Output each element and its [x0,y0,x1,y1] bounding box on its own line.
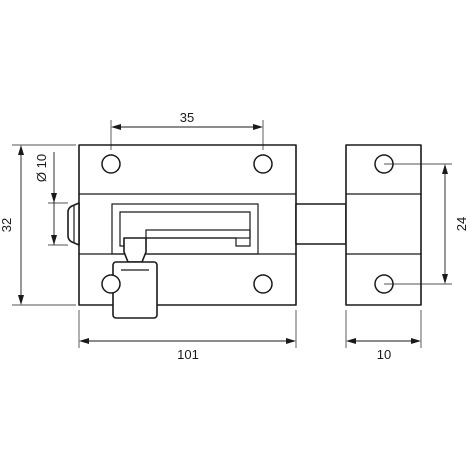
dimension-label-35: 35 [180,110,194,125]
dimension-label-10: 10 [377,347,391,362]
hole-bottom-left [101,274,121,294]
slot-bar [145,229,251,239]
bolt-shaft [295,203,347,245]
bolt-handle [112,237,158,319]
hole-bottom-right [253,274,273,294]
dimension-label-32: 32 [0,218,14,232]
dimension-hole-spacing-top: 35 [110,110,264,150]
hole-top-left [101,154,121,174]
dimension-label-101: 101 [177,347,199,362]
keeper [345,144,422,306]
dimension-label-24: 24 [454,217,469,231]
handle-neck [123,237,147,263]
dimension-hole-diameter: Ø 10 [34,152,68,246]
dimension-keeper-width: 10 [345,310,422,362]
hole-top-right [253,154,273,174]
slot-frame [111,203,259,255]
dimension-label-diameter-10: Ø 10 [34,154,49,182]
dimension-overall-length: 101 [78,310,297,362]
dimension-keeper-hole-spacing: 24 [384,163,469,285]
bolt-mounting-holes [101,154,273,294]
dimension-overall-height: 32 [0,144,76,306]
